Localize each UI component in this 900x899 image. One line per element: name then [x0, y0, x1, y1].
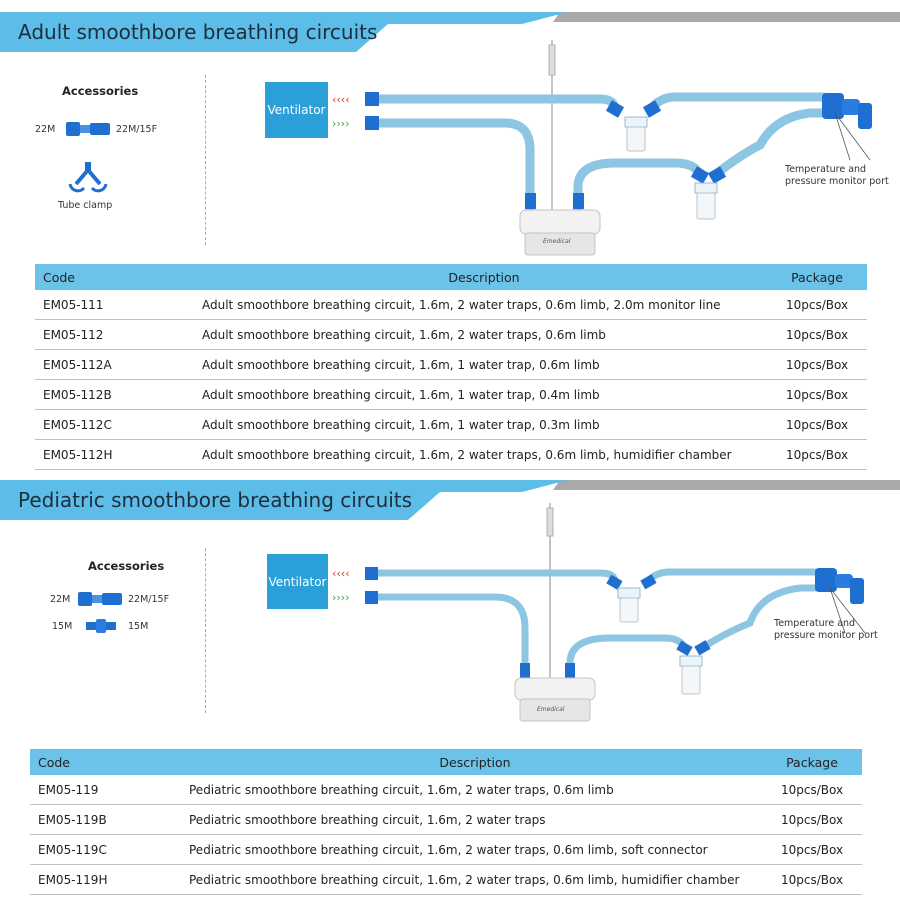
package-cell: 10pcs/Box — [767, 439, 867, 470]
pediatric-section-title: Pediatric smoothbore breathing circuits — [18, 488, 413, 512]
humidifier-icon: Emedical — [514, 677, 596, 722]
humidifier-brand-label: Emedical — [537, 706, 565, 713]
adult-connector-left-label: 22M — [35, 124, 56, 135]
package-cell: 10pcs/Box — [767, 349, 867, 380]
table-row: EM05-112 Adult smoothbore breathing circ… — [35, 319, 867, 350]
table-row: EM05-119 Pediatric smoothbore breathing … — [30, 775, 862, 805]
description-cell: Adult smoothbore breathing circuit, 1.6m… — [201, 319, 767, 350]
pediatric-connector1-right-label: 22M/15F — [128, 594, 170, 605]
connector-icon — [78, 592, 122, 606]
tube-clamp-icon — [68, 162, 108, 193]
table-row: EM05-112B Adult smoothbore breathing cir… — [35, 379, 867, 410]
description-cell: Adult smoothbore breathing circuit, 1.6m… — [201, 290, 767, 320]
inspiratory-arrow-icon: ‹‹‹‹ — [332, 567, 350, 580]
package-cell: 10pcs/Box — [767, 379, 867, 410]
y-piece-icon — [815, 568, 837, 592]
adult-clamp-label: Tube clamp — [58, 200, 113, 211]
connector-icon — [86, 619, 116, 633]
humidifier-icon: Emedical — [519, 209, 601, 256]
water-trap-icon — [679, 655, 703, 695]
package-cell: 10pcs/Box — [767, 319, 867, 350]
package-cell: 10pcs/Box — [762, 804, 862, 835]
code-cell: EM05-112A — [35, 349, 201, 380]
code-cell: EM05-112B — [35, 379, 201, 410]
water-trap-icon — [617, 587, 641, 623]
package-column-header: Package — [762, 749, 862, 775]
humidifier-brand-label: Emedical — [543, 238, 571, 245]
code-cell: EM05-119 — [30, 775, 188, 805]
accessories-divider — [205, 548, 206, 713]
description-column-header: Description — [188, 749, 762, 775]
description-cell: Pediatric smoothbore breathing circuit, … — [188, 775, 762, 805]
header-banner-shape — [0, 480, 900, 520]
package-cell: 10pcs/Box — [767, 409, 867, 440]
package-cell: 10pcs/Box — [762, 775, 862, 805]
table-header-row: Code Description Package — [30, 749, 862, 775]
description-cell: Adult smoothbore breathing circuit, 1.6m… — [201, 379, 767, 410]
table-row: EM05-112A Adult smoothbore breathing cir… — [35, 349, 867, 380]
adult-accessories-title: Accessories — [62, 84, 139, 98]
adult-section-title: Adult smoothbore breathing circuits — [18, 20, 378, 44]
table-row: EM05-119B Pediatric smoothbore breathing… — [30, 804, 862, 835]
description-column-header: Description — [201, 264, 767, 290]
code-cell: EM05-119C — [30, 834, 188, 865]
table-row: EM05-112H Adult smoothbore breathing cir… — [35, 439, 867, 470]
adult-header-bar: Adult smoothbore breathing circuits — [0, 12, 900, 52]
description-cell: Pediatric smoothbore breathing circuit, … — [188, 864, 762, 895]
table-row: EM05-119C Pediatric smoothbore breathing… — [30, 834, 862, 865]
adult-port-label: Temperature and pressure monitor port — [785, 164, 889, 187]
adult-circuit-diagram: ‹‹‹‹ ›››› Eme — [332, 40, 872, 256]
pediatric-connector1-left-label: 22M — [50, 594, 71, 605]
description-cell: Pediatric smoothbore breathing circuit, … — [188, 834, 762, 865]
pediatric-accessories-title: Accessories — [88, 559, 165, 573]
table-row: EM05-111 Adult smoothbore breathing circ… — [35, 290, 867, 320]
pediatric-section: Pediatric smoothbore breathing circuits … — [0, 468, 900, 899]
code-column-header: Code — [35, 264, 201, 290]
code-cell: EM05-119B — [30, 804, 188, 835]
pediatric-ventilator-box: Ventilator — [267, 554, 328, 609]
header-banner-shape — [0, 12, 900, 52]
pediatric-header-bar: Pediatric smoothbore breathing circuits — [0, 480, 900, 520]
water-trap-icon — [694, 182, 718, 220]
adult-section: Adult smoothbore breathing circuits Acce… — [0, 12, 900, 470]
package-cell: 10pcs/Box — [762, 834, 862, 865]
table-row: EM05-119H Pediatric smoothbore breathing… — [30, 864, 862, 895]
pediatric-product-table: Code Description Package EM05-119 Pediat… — [30, 749, 862, 895]
code-cell: EM05-112 — [35, 319, 201, 350]
description-cell: Pediatric smoothbore breathing circuit, … — [188, 804, 762, 835]
code-column-header: Code — [30, 749, 188, 775]
adult-connector-right-label: 22M/15F — [116, 124, 158, 135]
pediatric-circuit-diagram: ‹‹‹‹ ›››› Emedical — [332, 503, 866, 722]
water-trap-icon — [624, 116, 648, 152]
description-cell: Adult smoothbore breathing circuit, 1.6m… — [201, 349, 767, 380]
adult-product-table: Code Description Package EM05-111 Adult … — [35, 264, 867, 470]
y-piece-icon — [822, 93, 844, 119]
adult-ventilator-box: Ventilator — [265, 82, 328, 138]
pediatric-port-label: Temperature and pressure monitor port — [774, 618, 878, 641]
description-cell: Adult smoothbore breathing circuit, 1.6m… — [201, 409, 767, 440]
table-header-row: Code Description Package — [35, 264, 867, 290]
description-cell: Adult smoothbore breathing circuit, 1.6m… — [201, 439, 767, 470]
connector-icon — [66, 122, 110, 136]
code-cell: EM05-112H — [35, 439, 201, 470]
code-cell: EM05-111 — [35, 290, 201, 320]
expiratory-arrow-icon: ›››› — [332, 591, 350, 604]
code-cell: EM05-119H — [30, 864, 188, 895]
code-cell: EM05-112C — [35, 409, 201, 440]
table-row: EM05-112C Adult smoothbore breathing cir… — [35, 409, 867, 440]
package-cell: 10pcs/Box — [767, 290, 867, 320]
pediatric-connector2-right-label: 15M — [128, 621, 149, 632]
inspiratory-arrow-icon: ‹‹‹‹ — [332, 93, 350, 106]
expiratory-arrow-icon: ›››› — [332, 117, 350, 130]
package-cell: 10pcs/Box — [762, 864, 862, 895]
package-column-header: Package — [767, 264, 867, 290]
pediatric-connector2-left-label: 15M — [52, 621, 73, 632]
accessories-divider — [205, 75, 206, 245]
